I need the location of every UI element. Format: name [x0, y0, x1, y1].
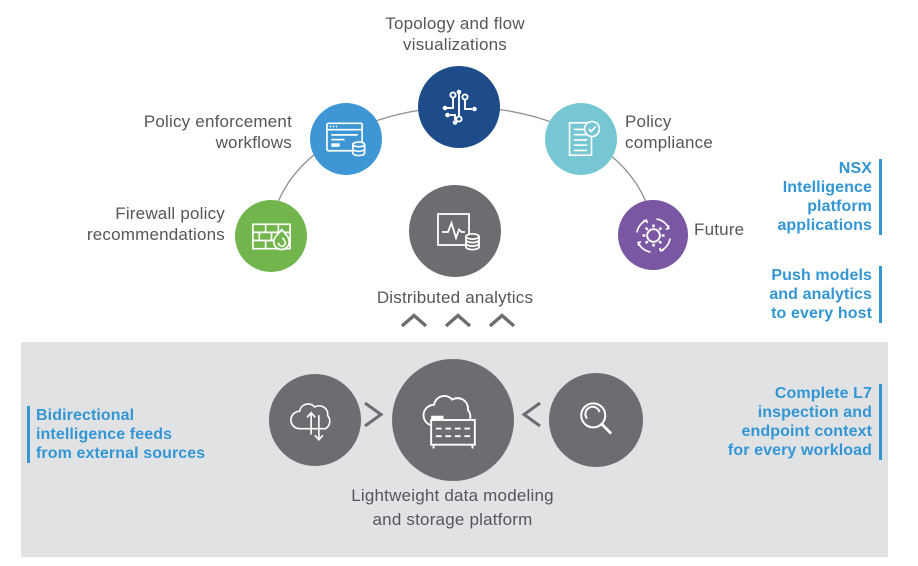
complete-l7-callout: Complete L7 inspection and endpoint cont… — [728, 384, 882, 460]
bidirectional-feeds-callout: Bidirectional intelligence feeds from ex… — [27, 406, 205, 463]
policy-compliance-label: Policy compliance — [625, 112, 713, 152]
node-firewall-recommendations — [235, 200, 307, 272]
node-distributed-analytics — [409, 185, 501, 277]
cloud-datacenter-icon — [422, 395, 476, 449]
platform-applications-callout: NSX Intelligence platform applications — [777, 159, 882, 235]
firewall-recommendations-label: Firewall policy recommendations — [86, 204, 225, 244]
distributed-analytics-label: Distributed analytics — [376, 288, 534, 307]
storage-platform-label: Lightweight data modeling and storage pl… — [351, 486, 554, 529]
future-label: Future — [694, 220, 745, 239]
gear-cycle-icon — [635, 217, 671, 253]
node-future — [618, 200, 688, 270]
magnifier-icon — [580, 402, 612, 435]
document-check-icon — [568, 120, 601, 157]
topology-label: Topology and flow visualizations — [385, 14, 525, 54]
policy-window-database-icon — [325, 122, 365, 157]
node-topology — [418, 66, 500, 148]
firewall-flame-icon — [251, 223, 291, 251]
node-l7-inspection — [549, 373, 643, 467]
upward-chevrons-icon — [400, 313, 516, 328]
node-policy-compliance — [545, 103, 617, 175]
flow-chevron-right-icon — [364, 401, 384, 428]
node-storage-platform — [392, 359, 514, 481]
flow-chevron-left-icon — [521, 401, 541, 428]
cloud-sync-arrows-icon — [290, 403, 331, 441]
push-models-callout: Push models and analytics to every host — [769, 266, 882, 323]
node-intelligence-feeds — [269, 374, 361, 466]
circuit-network-icon — [442, 89, 477, 125]
policy-enforcement-label: Policy enforcement workflows — [143, 112, 292, 152]
monitor-waveform-database-icon — [437, 213, 480, 251]
node-policy-enforcement — [310, 103, 382, 175]
